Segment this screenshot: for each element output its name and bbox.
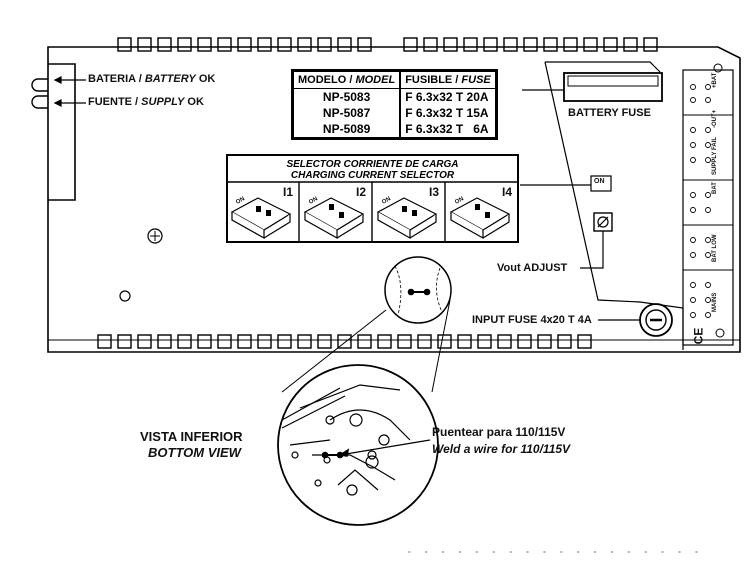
bottom-view-zoom [277,364,439,526]
fuse-header: FUSIBLE / FUSE [400,71,496,89]
vout-adjust-label: Vout ADJUST [497,262,568,274]
led-icons [31,78,48,109]
jumper-zoom [384,256,452,324]
position-i4: I4 [502,185,513,199]
top-vents [117,37,658,52]
jumper-note-es: Puentear para 110/115V [432,425,566,439]
terminal-label: -OUT+ [712,109,718,128]
pcb-pads [291,413,390,496]
fuse-cell: F 6.3x32 T 6A [400,121,496,138]
terminal-label: MAINS [712,292,718,312]
mount-hole [119,290,131,302]
model-cell: NP-5087 [293,105,401,121]
jumper-note-en: Weld a wire for 110/115V [432,442,571,456]
terminal-strip [682,69,734,346]
fuse-cell: F 6.3x32 T 15A [400,105,496,121]
footer-text: - - - - - - - - - - - - - - - - - - [408,547,704,556]
charging-selector: SELECTOR CORRIENTE DE CARGA CHARGING CUR… [226,154,519,243]
terminal-dividers [683,114,733,271]
fuse-table: MODELO / MODEL FUSIBLE / FUSE NP-5083 F … [291,69,498,140]
supply-ok-label: FUENTE / SUPPLY OK [88,96,204,108]
model-cell: NP-5089 [293,121,401,138]
bottom-view-title-es: VISTA INFERIOR [140,429,243,444]
ce-mark: CE [691,327,706,345]
bottom-view-title-en: BOTTOM VIEW [148,445,241,460]
position-i3: I3 [429,185,440,199]
terminal-label: BAT [712,182,718,194]
ground-screw [147,228,163,244]
input-fuse-label: INPUT FUSE 4x20 T 4A [472,314,592,326]
dip-switch-on-text: ON [594,178,605,185]
selector-switch-icons [230,197,511,240]
terminal-label: SUPPLY FAIL [712,136,718,175]
battery-fuse-label: BATTERY FUSE [568,107,651,119]
model-cell: NP-5083 [293,89,401,105]
selector-title-en: CHARGING CURRENT SELECTOR [290,170,455,181]
position-i1: I1 [283,185,294,199]
bottom-vents [97,334,592,349]
fuse-cell: F 6.3x32 T 20A [400,89,496,105]
model-header: MODELO / MODEL [293,71,401,89]
pcb-traces [281,384,411,491]
battery-fuse [563,72,663,102]
terminal-label: BAT LOW [712,234,718,262]
position-i2: I2 [356,185,367,199]
board-outline [47,46,741,353]
board-divider [544,61,684,350]
dip-switch-right [590,175,612,192]
battery-ok-label: BATERIA / BATTERY OK [88,73,216,85]
terminal-label: +BAT [712,72,718,88]
terminal-screws [690,84,711,318]
led-arrows [53,76,86,107]
selector-title-es: SELECTOR CORRIENTE DE CARGA [286,159,459,170]
left-tab [48,63,76,201]
